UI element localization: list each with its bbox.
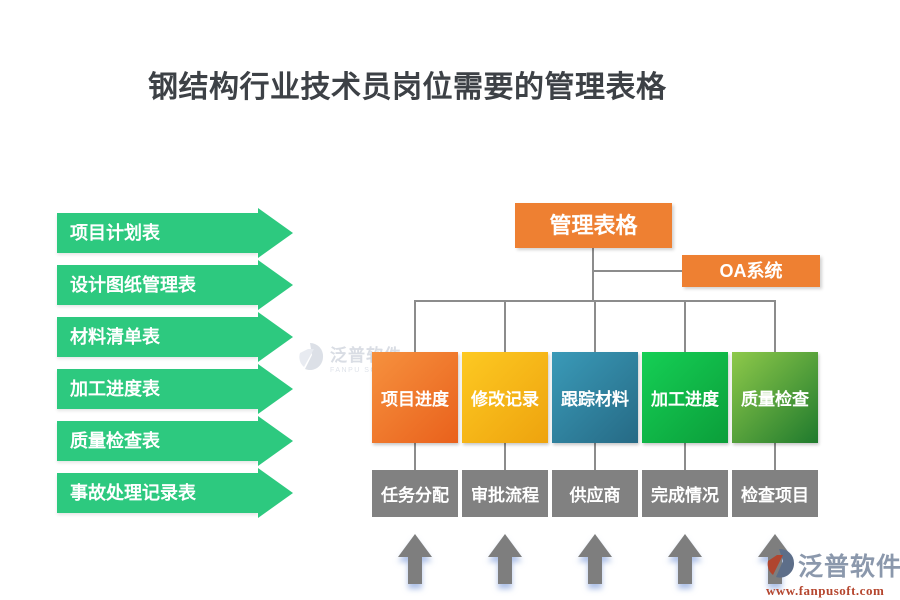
- item-box: 检查项目: [732, 470, 818, 517]
- category-box: 跟踪材料: [552, 352, 638, 443]
- green-arrow-banner: 事故处理记录表: [57, 468, 293, 518]
- banner-label: 材料清单表: [70, 327, 160, 347]
- green-arrow-banner: 质量检查表: [57, 416, 293, 466]
- category-box: 修改记录: [462, 352, 548, 443]
- connector-line: [504, 443, 506, 471]
- connector-line: [504, 300, 506, 352]
- connector-line: [774, 443, 776, 471]
- connector-line: [414, 300, 416, 352]
- item-box: 任务分配: [372, 470, 458, 517]
- page-title: 钢结构行业技术员岗位需要的管理表格: [148, 71, 667, 104]
- connector-line: [593, 270, 682, 272]
- connector-line: [684, 300, 686, 352]
- green-arrow-banner: 加工进度表: [57, 364, 293, 414]
- footer-logo-name: 泛普软件: [798, 552, 900, 581]
- footer-logo: 泛普软件 www.fanpusoft.com: [766, 548, 900, 599]
- up-arrow-icon: [398, 534, 432, 584]
- banner-label: 设计图纸管理表: [70, 275, 196, 295]
- green-arrow-banner: 项目计划表: [57, 208, 293, 258]
- connector-line: [684, 443, 686, 471]
- category-box: 加工进度: [642, 352, 728, 443]
- oa-system-node: OA系统: [682, 255, 820, 287]
- connector-line: [774, 300, 776, 352]
- up-arrow-icon: [578, 534, 612, 584]
- fanpu-logo-icon: [766, 548, 796, 585]
- item-box: 供应商: [552, 470, 638, 517]
- item-box: 完成情况: [642, 470, 728, 517]
- green-arrow-banner: 材料清单表: [57, 312, 293, 362]
- connector-line: [594, 443, 596, 471]
- watermark-logo-icon: [296, 341, 326, 378]
- banner-label: 事故处理记录表: [70, 483, 196, 503]
- up-arrow-icon: [668, 534, 702, 584]
- up-arrow-icon: [488, 534, 522, 584]
- green-arrow-banner: 设计图纸管理表: [57, 260, 293, 310]
- connector-line: [414, 443, 416, 471]
- root-node-management-tables: 管理表格: [515, 203, 672, 248]
- connector-line: [592, 248, 594, 302]
- category-box: 质量检查: [732, 352, 818, 443]
- banner-label: 质量检查表: [70, 431, 160, 451]
- connector-line: [594, 300, 596, 352]
- banner-label: 加工进度表: [70, 379, 160, 399]
- footer-logo-url: www.fanpusoft.com: [766, 583, 885, 598]
- category-box: 项目进度: [372, 352, 458, 443]
- banner-label: 项目计划表: [70, 223, 160, 243]
- item-box: 审批流程: [462, 470, 548, 517]
